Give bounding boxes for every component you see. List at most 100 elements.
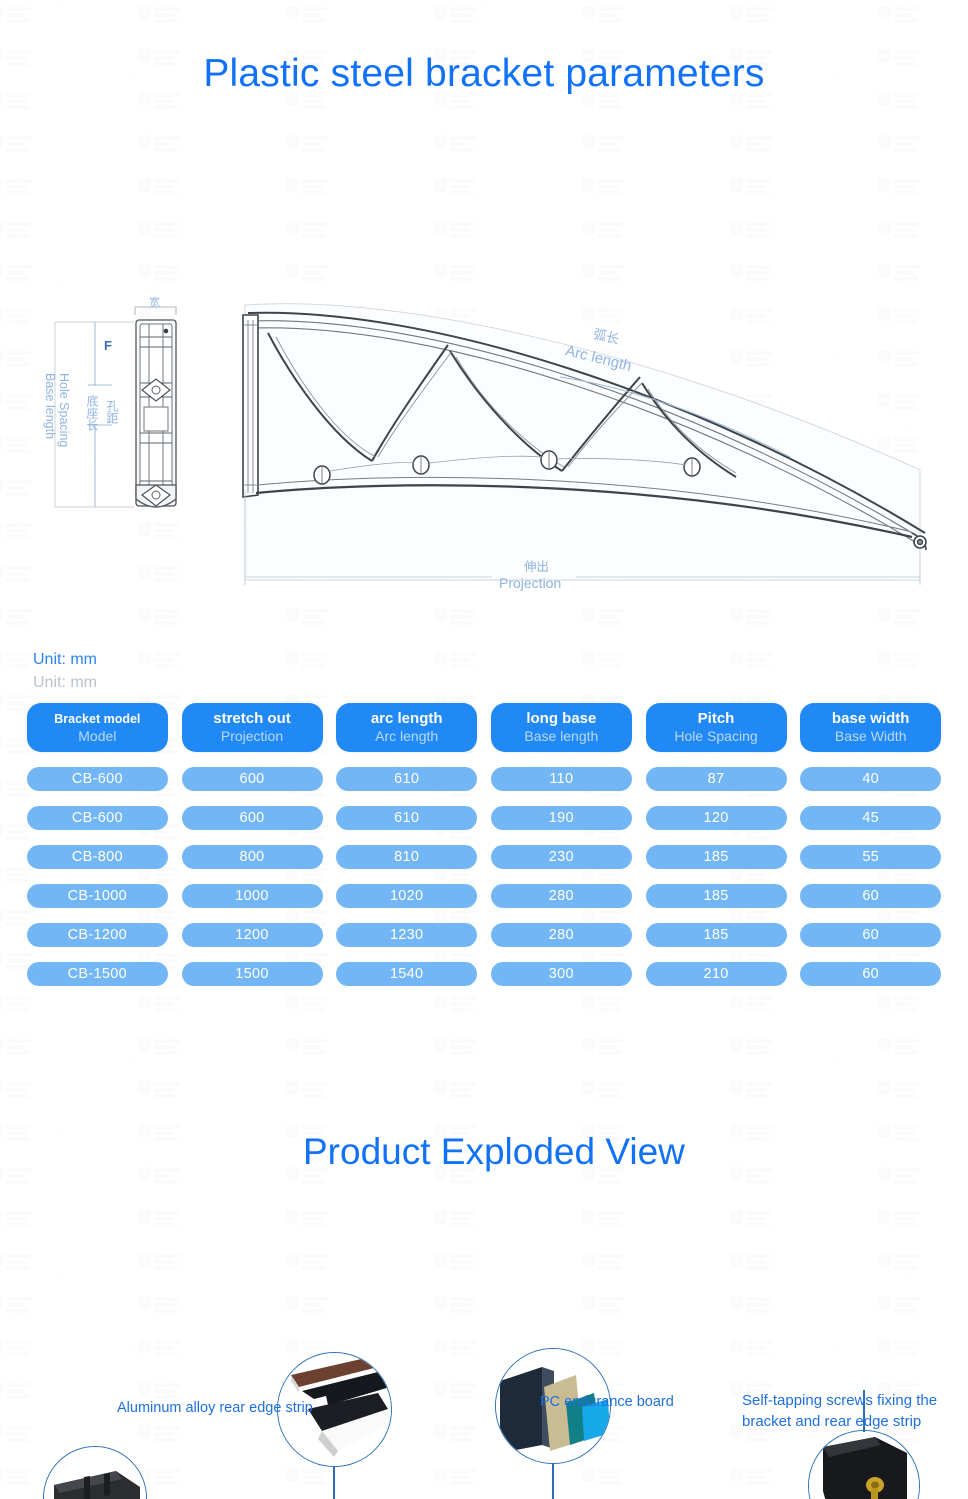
label-hole-spacing-en: Hole Spacing [57,373,71,448]
cell-value[interactable]: 280 [490,884,632,908]
column-header-subtitle: Model [78,728,117,744]
watermark-mark [878,220,922,238]
bracket-drawing-svg [54,303,927,585]
watermark-mark [582,1037,626,1055]
table-cell: 800 [175,845,330,869]
watermark-mark [138,5,182,23]
cell-value[interactable]: 600 [181,767,323,791]
table-cell: 1200 [175,923,330,947]
cell-value[interactable]: 610 [336,806,478,830]
unit-caption: Unit: mm Unit: mm [33,648,97,694]
table-cell: 45 [793,806,948,830]
cell-value[interactable]: 60 [800,923,942,947]
cell-value[interactable]: 55 [800,845,942,869]
leader-pc-board [552,1464,554,1499]
watermark-mark [878,994,922,1012]
cell-value[interactable]: CB-600 [26,806,168,830]
cell-value[interactable]: 1200 [181,923,323,947]
bubble-bracket-piece [43,1446,147,1499]
watermark-mark [878,263,922,281]
cell-value[interactable]: 1020 [336,884,478,908]
cell-value[interactable]: 1230 [336,923,478,947]
watermark-mark [138,650,182,668]
cell-value[interactable]: 800 [181,845,323,869]
cell-value[interactable]: 45 [800,806,942,830]
table-cell: 185 [639,923,794,947]
cell-value[interactable]: 300 [490,962,632,986]
cell-value[interactable]: 810 [336,845,478,869]
cell-value[interactable]: 210 [645,962,787,986]
cell-value[interactable]: 120 [645,806,787,830]
watermark-mark [286,650,330,668]
watermark-mark [286,177,330,195]
watermark-mark [138,1080,182,1098]
cell-value[interactable]: CB-800 [26,845,168,869]
watermark-mark [730,5,774,23]
watermark-mark [0,220,34,238]
label-width-cn: 宽 [149,297,160,309]
cell-value[interactable]: 110 [490,767,632,791]
watermark-mark [582,5,626,23]
watermark-mark [582,263,626,281]
table-row: CB-1000 1000 1020 280 185 60 [0,884,968,908]
watermark-mark [878,5,922,23]
watermark-mark [730,1123,774,1141]
watermark-mark [434,994,478,1012]
table-row: CB-1200 1200 1230 280 185 60 [0,923,968,947]
cell-value[interactable]: 1500 [181,962,323,986]
table-cell: CB-800 [20,845,175,869]
leader-screw [863,1390,865,1432]
cell-value[interactable]: 610 [336,767,478,791]
watermark-mark [730,1252,774,1270]
watermark-mark [878,1123,922,1141]
cell-value[interactable]: 40 [800,767,942,791]
column-header-subtitle: Base length [524,728,599,744]
cell-value[interactable]: 1540 [336,962,478,986]
cell-value[interactable]: CB-600 [26,767,168,791]
cell-value[interactable]: 60 [800,962,942,986]
watermark-mark [286,263,330,281]
table-cell: 190 [484,806,639,830]
column-header-title: Bracket model [54,712,141,726]
watermark-mark [138,134,182,152]
watermark-mark [138,1209,182,1227]
column-header-subtitle: Hole Spacing [674,728,758,744]
watermark-mark [730,1295,774,1313]
watermark-mark [0,1037,34,1055]
watermark-mark [138,1252,182,1270]
cell-value[interactable]: CB-1200 [26,923,168,947]
cell-value[interactable]: 280 [490,923,632,947]
table-row: CB-800 800 810 230 185 55 [0,845,968,869]
watermark-mark [878,1209,922,1227]
watermark-mark [582,1295,626,1313]
cell-value[interactable]: 87 [645,767,787,791]
cell-value[interactable]: CB-1500 [26,962,168,986]
cell-value[interactable]: 190 [490,806,632,830]
cell-value[interactable]: 185 [645,845,787,869]
watermark-mark [730,1080,774,1098]
watermark-mark [878,1080,922,1098]
cell-value[interactable]: 60 [800,884,942,908]
cell-value[interactable]: 185 [645,923,787,947]
watermark-mark [730,1037,774,1055]
watermark-mark [286,1252,330,1270]
cell-value[interactable]: 185 [645,884,787,908]
watermark-mark [0,1252,34,1270]
cell-value[interactable]: 600 [181,806,323,830]
table-cell: 1500 [175,962,330,986]
watermark-mark [434,5,478,23]
cell-value[interactable]: 230 [490,845,632,869]
cell-value[interactable]: 1000 [181,884,323,908]
cell-value[interactable]: CB-1000 [26,884,168,908]
unit-line-secondary: Unit: mm [33,674,97,691]
